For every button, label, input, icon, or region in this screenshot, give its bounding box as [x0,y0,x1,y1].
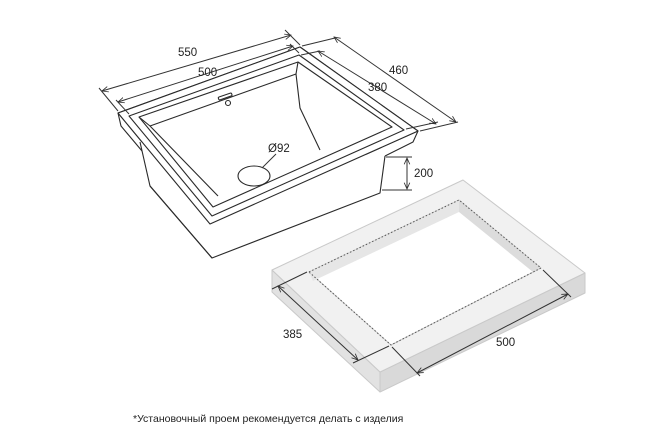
dim-cut500-label: 500 [496,337,515,349]
dim-550-label: 550 [178,47,197,59]
dim-200-label: 200 [414,168,433,180]
countertop-side-right [379,272,586,393]
dim-500-label: 500 [198,67,217,79]
dim-cut500-ext-left [391,346,421,377]
cutout-dimension-labels: 385 500 [283,329,515,349]
drain-diameter-label: Ø92 [268,143,290,155]
installation-footnote: *Установочный проем рекомендуется делать… [133,413,404,425]
dim-385-label: 385 [283,329,302,341]
sink-bowl-floor [149,125,219,197]
dim-460-ext-top [301,37,336,47]
drain-callout: Ø92 [261,143,290,169]
cutout-inner-wall-back [309,200,459,281]
dim-460-label: 460 [389,65,408,77]
dim-500-line [118,46,293,102]
dim-cut500-ext-right [542,269,572,298]
dim-380-label: 380 [368,82,387,94]
dim-385-ext-bottom [352,345,390,364]
cutout-inner-wall-right [459,200,541,272]
cutout-dimensions [271,269,572,377]
sink-dimension-labels: 550 500 460 380 200 [178,47,433,180]
dim-460-ext-bottom [419,121,459,132]
dim-385-line [278,286,358,360]
drain-hole [237,165,271,187]
dim-380-line [318,51,436,124]
sink-bowl-inner-wall-right [295,73,321,151]
sink-bowl-body-outline [149,185,213,259]
dim-cut500-line [417,294,568,373]
sink-dimensions [98,29,459,191]
sink-flange-edge-right [384,130,419,157]
dim-550-ext-left [98,87,119,112]
dim-380-ext-top [300,50,321,56]
dim-550-ext-right [284,29,301,46]
